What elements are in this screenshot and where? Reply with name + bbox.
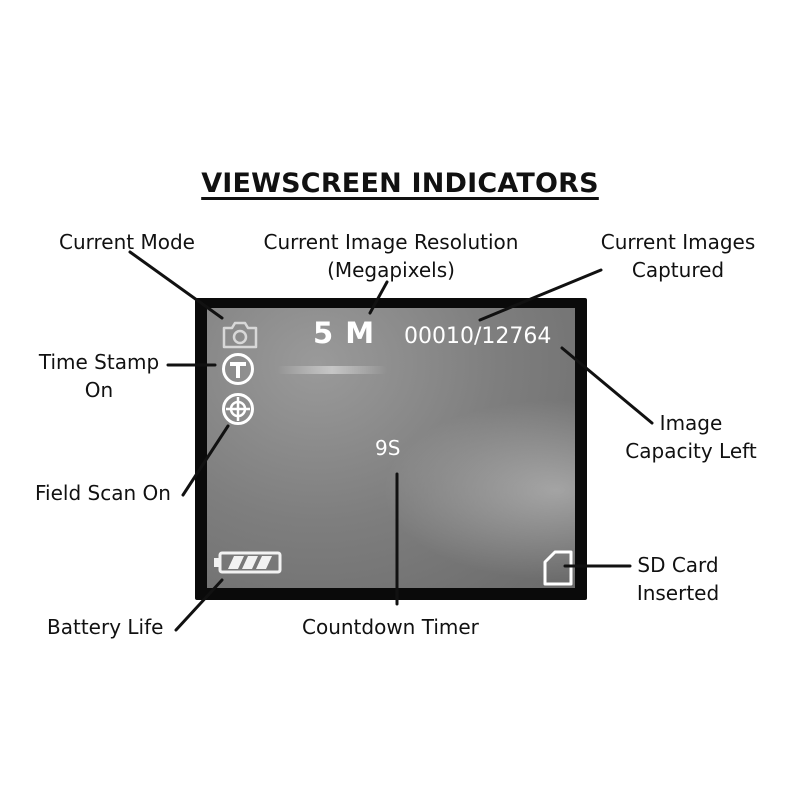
diagram-title: VIEWSCREEN INDICATORS [201, 168, 599, 199]
label-images-captured: Current Images Captured [590, 228, 766, 284]
leader-image-resolution [368, 280, 389, 315]
screen-glare [277, 366, 387, 374]
label-image-resolution-line1: Current Image Resolution [263, 230, 519, 254]
leader-images-captured [478, 268, 603, 322]
label-image-capacity-line2: Capacity Left [625, 439, 757, 463]
label-images-captured-line2: Captured [631, 258, 725, 282]
label-time-stamp-line1: Time Stamp [38, 350, 160, 374]
camera-icon [222, 321, 258, 349]
camera-viewscreen: 5 M 00010/12764 9S [195, 298, 587, 600]
label-time-stamp: Time Stamp On [30, 348, 168, 404]
leader-battery-life [174, 578, 224, 632]
label-time-stamp-line2: On [84, 378, 114, 402]
field-scan-icon [222, 393, 254, 425]
sd-card-icon [543, 550, 573, 586]
countdown-timer-value: 9S [375, 436, 401, 460]
timestamp-icon [222, 353, 254, 385]
image-count-value: 00010/12764 [404, 324, 552, 349]
label-sd-card-line1: SD Card [637, 553, 719, 577]
label-image-resolution: Current Image Resolution (Megapixels) [251, 228, 531, 284]
label-battery-life: Battery Life [47, 615, 164, 639]
label-field-scan: Field Scan On [35, 481, 171, 505]
resolution-value: 5 M [313, 316, 376, 350]
battery-icon [214, 551, 282, 574]
label-countdown-timer: Countdown Timer [302, 615, 479, 639]
label-image-capacity-line1: Image [659, 411, 723, 435]
leader-image-capacity [560, 346, 654, 425]
leader-field-scan [181, 424, 230, 497]
label-sd-card: SD Card Inserted [622, 551, 734, 607]
label-image-capacity: Image Capacity Left [614, 409, 768, 465]
label-images-captured-line1: Current Images [600, 230, 756, 254]
label-image-resolution-line2: (Megapixels) [327, 258, 455, 282]
viewscreen-display: 5 M 00010/12764 9S [207, 308, 575, 588]
label-sd-card-line2: Inserted [636, 581, 720, 605]
leader-current-mode [128, 250, 224, 320]
label-current-mode: Current Mode [59, 230, 195, 254]
